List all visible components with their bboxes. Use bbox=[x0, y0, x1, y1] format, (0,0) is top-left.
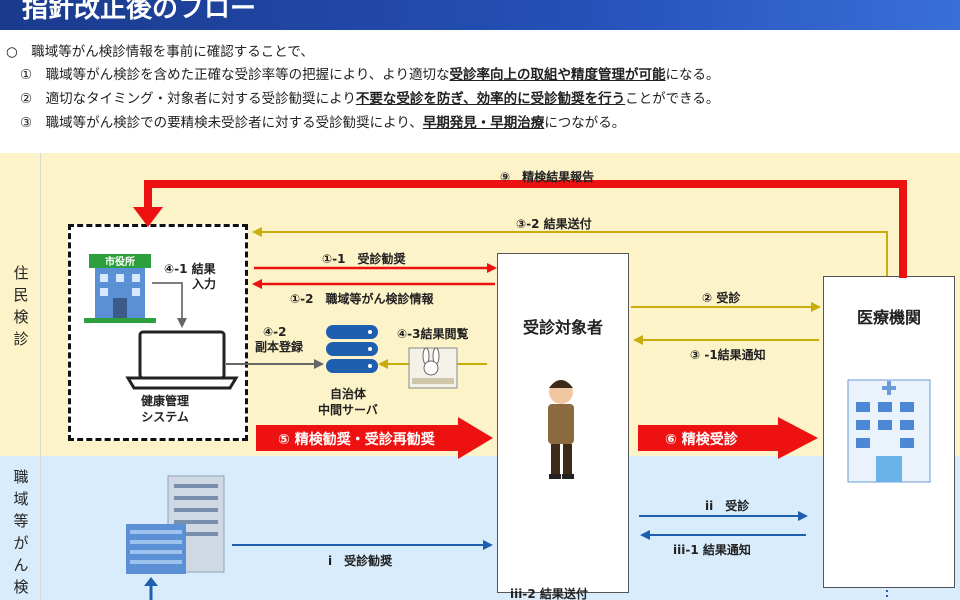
summary-intro: ○ 職域等がん検診情報を事前に確認することで、 bbox=[6, 44, 314, 60]
summary-item-2: ② 適切なタイミング・対象者に対する受診勧奨により不要な受診を防ぎ、効率的に受診… bbox=[20, 87, 719, 107]
resident-lane-label: 住民検診 bbox=[13, 264, 29, 348]
summary-item-3-text: 職域等がん検診での要精検未受診者に対する受診勧奨により、 bbox=[45, 115, 423, 131]
flow-3-2-label: ③-2 結果送付 bbox=[516, 217, 592, 231]
flow-9-label: ⑨ 精検結果報告 bbox=[500, 170, 595, 184]
flow-5-big-arrow bbox=[256, 417, 493, 459]
flow-4-2-label-line2: 副本登録 bbox=[255, 340, 304, 354]
flow-4-2-label: ④-2 副本登録 bbox=[255, 325, 303, 355]
summary-section: ○ 職域等がん検診情報を事前に確認することで、 ① 職域等がん検診を含めた正確な… bbox=[0, 30, 960, 148]
summary-item-3-tail: につながる。 bbox=[544, 115, 626, 131]
flow-5-label: ⑤ 精検勧奨・受診再勧奨 bbox=[278, 432, 435, 448]
flow-ii-label: ii 受診 bbox=[705, 499, 750, 513]
hospital-building-icon bbox=[847, 379, 931, 483]
summary-item-1-num: ① bbox=[20, 67, 33, 83]
flow-iii-2-label: iii-2 結果送付 bbox=[510, 587, 588, 600]
health-system-label: 健康管理 システム bbox=[141, 393, 189, 425]
flow-3-2-arrow bbox=[252, 227, 888, 276]
summary-item-2-text: 適切なタイミング・対象者に対する受診勧奨により bbox=[45, 91, 356, 107]
flow-4-1-label-line2: 入力 bbox=[192, 277, 217, 291]
health-system-label-line1: 健康管理 bbox=[141, 394, 190, 408]
flow-9-arrow bbox=[133, 180, 907, 278]
examinee-person-icon bbox=[548, 380, 574, 479]
summary-item-1: ① 職域等がん検診を含めた正確な受診率等の把握により、より適切な受診率向上の取組… bbox=[20, 63, 720, 83]
summary-item-2-tail: ことができる。 bbox=[625, 91, 720, 107]
summary-item-1-emphasis: 受診率向上の取組や精度管理が可能 bbox=[449, 67, 666, 83]
flow-4-1-label-line1: ④-1 結果 bbox=[164, 262, 216, 276]
flow-4-2-label-line1: ④-2 bbox=[263, 325, 287, 339]
lane-separator bbox=[40, 153, 41, 600]
flow-1-2-label: ①-2 職域等がん検診情報 bbox=[290, 292, 434, 306]
city-hall-icon bbox=[84, 254, 156, 323]
flow-3-1-label: ③ -1結果通知 bbox=[690, 348, 766, 362]
flow-6-label: ⑥ 精検受診 bbox=[665, 432, 738, 448]
flow-1-1-label: ①-1 受診勧奨 bbox=[322, 252, 406, 266]
flow-4-1-label: ④-1 結果 入力 bbox=[164, 262, 216, 292]
upload-arrow bbox=[144, 577, 158, 600]
database-server-icon bbox=[326, 325, 378, 373]
summary-item-1-tail: になる。 bbox=[665, 67, 720, 83]
office-buildings-icon bbox=[126, 475, 225, 574]
summary-item-2-num: ② bbox=[20, 91, 33, 107]
page-title: 指針改正後のフロー bbox=[22, 0, 257, 24]
flow-6-big-arrow bbox=[638, 417, 818, 459]
summary-item-3-emphasis: 早期発見・早期治療 bbox=[422, 115, 545, 131]
summary-item-1-text: 職域等がん検診を含めた正確な受診率等の把握により、より適切な bbox=[45, 67, 450, 83]
header-bar: 指針改正後のフロー bbox=[0, 0, 960, 30]
summary-item-3-num: ③ bbox=[20, 115, 33, 131]
result-viewer-icon bbox=[408, 347, 458, 389]
examinee-title: 受診対象者 bbox=[522, 318, 603, 337]
flow-i-label: i 受診勧奨 bbox=[328, 554, 393, 568]
server-label-line1: 自治体 bbox=[329, 387, 366, 401]
summary-item-2-emphasis: 不要な受診を防ぎ、効率的に受診勧奨を行う bbox=[355, 91, 626, 107]
server-label: 自治体 中間サーバ bbox=[318, 386, 378, 418]
health-system-label-line2: システム bbox=[141, 410, 189, 424]
laptop-icon bbox=[125, 330, 239, 390]
flow-4-1-arrow bbox=[152, 282, 187, 328]
server-label-line2: 中間サーバ bbox=[318, 403, 378, 417]
flow-4-3-label: ④-3結果閲覧 bbox=[397, 327, 469, 341]
workplace-lane-label: 職域等がん検診 bbox=[13, 468, 29, 596]
summary-item-3: ③ 職域等がん検診での要精検未受診者に対する受診勧奨により、早期発見・早期治療に… bbox=[20, 111, 625, 131]
flow-iii-1-label: iii-1 結果通知 bbox=[673, 543, 751, 557]
hospital-title: 医療機関 bbox=[856, 308, 921, 327]
flow-2-label: ② 受診 bbox=[702, 291, 741, 305]
city-hall-sign: 市役所 bbox=[105, 255, 135, 268]
